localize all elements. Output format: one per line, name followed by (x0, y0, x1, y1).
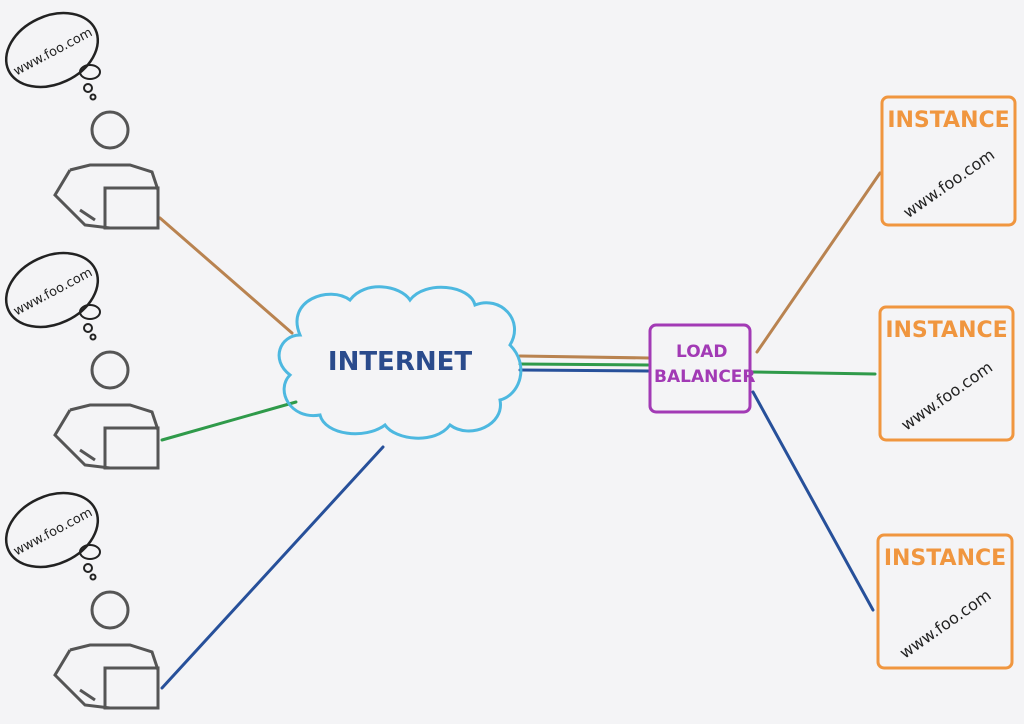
user-1: www.foo.com (4, 11, 160, 230)
instance-site: www.foo.com (897, 357, 996, 434)
thought-bubble: www.foo.com (4, 491, 101, 581)
instance-2: INSTANCE www.foo.com (878, 305, 1015, 442)
person-icon (53, 590, 160, 710)
link-internet-lb-blue (518, 368, 650, 373)
link-lb-instance3 (751, 390, 875, 612)
link-lb-instance2 (750, 370, 877, 376)
instance-3: INSTANCE www.foo.com (876, 533, 1014, 670)
person-icon (53, 350, 160, 470)
link-lb-instance1 (755, 171, 882, 354)
link-internet-lb-brown (518, 354, 650, 360)
instance-1: INSTANCE www.foo.com (880, 95, 1017, 227)
load-balancer: LOAD BALANCER (648, 323, 756, 414)
instance-title: INSTANCE (884, 546, 1006, 571)
person-icon (53, 110, 160, 230)
link-user3-internet (160, 445, 385, 690)
thought-bubble: www.foo.com (4, 11, 101, 101)
instance-site: www.foo.com (899, 145, 998, 222)
instance-title: INSTANCE (887, 108, 1009, 133)
thought-bubble: www.foo.com (4, 251, 101, 341)
instance-title: INSTANCE (885, 318, 1007, 343)
user-3: www.foo.com (4, 491, 160, 710)
load-balancer-label-line1: LOAD (676, 342, 728, 362)
link-internet-lb-green (518, 362, 650, 367)
internet-cloud: INTERNET (277, 285, 523, 440)
link-user2-internet (160, 400, 298, 442)
link-user1-internet (158, 216, 294, 335)
load-balancer-label-line2: BALANCER (654, 367, 756, 387)
user-2: www.foo.com (4, 251, 160, 470)
instance-site: www.foo.com (896, 585, 995, 662)
internet-label: INTERNET (328, 347, 472, 377)
